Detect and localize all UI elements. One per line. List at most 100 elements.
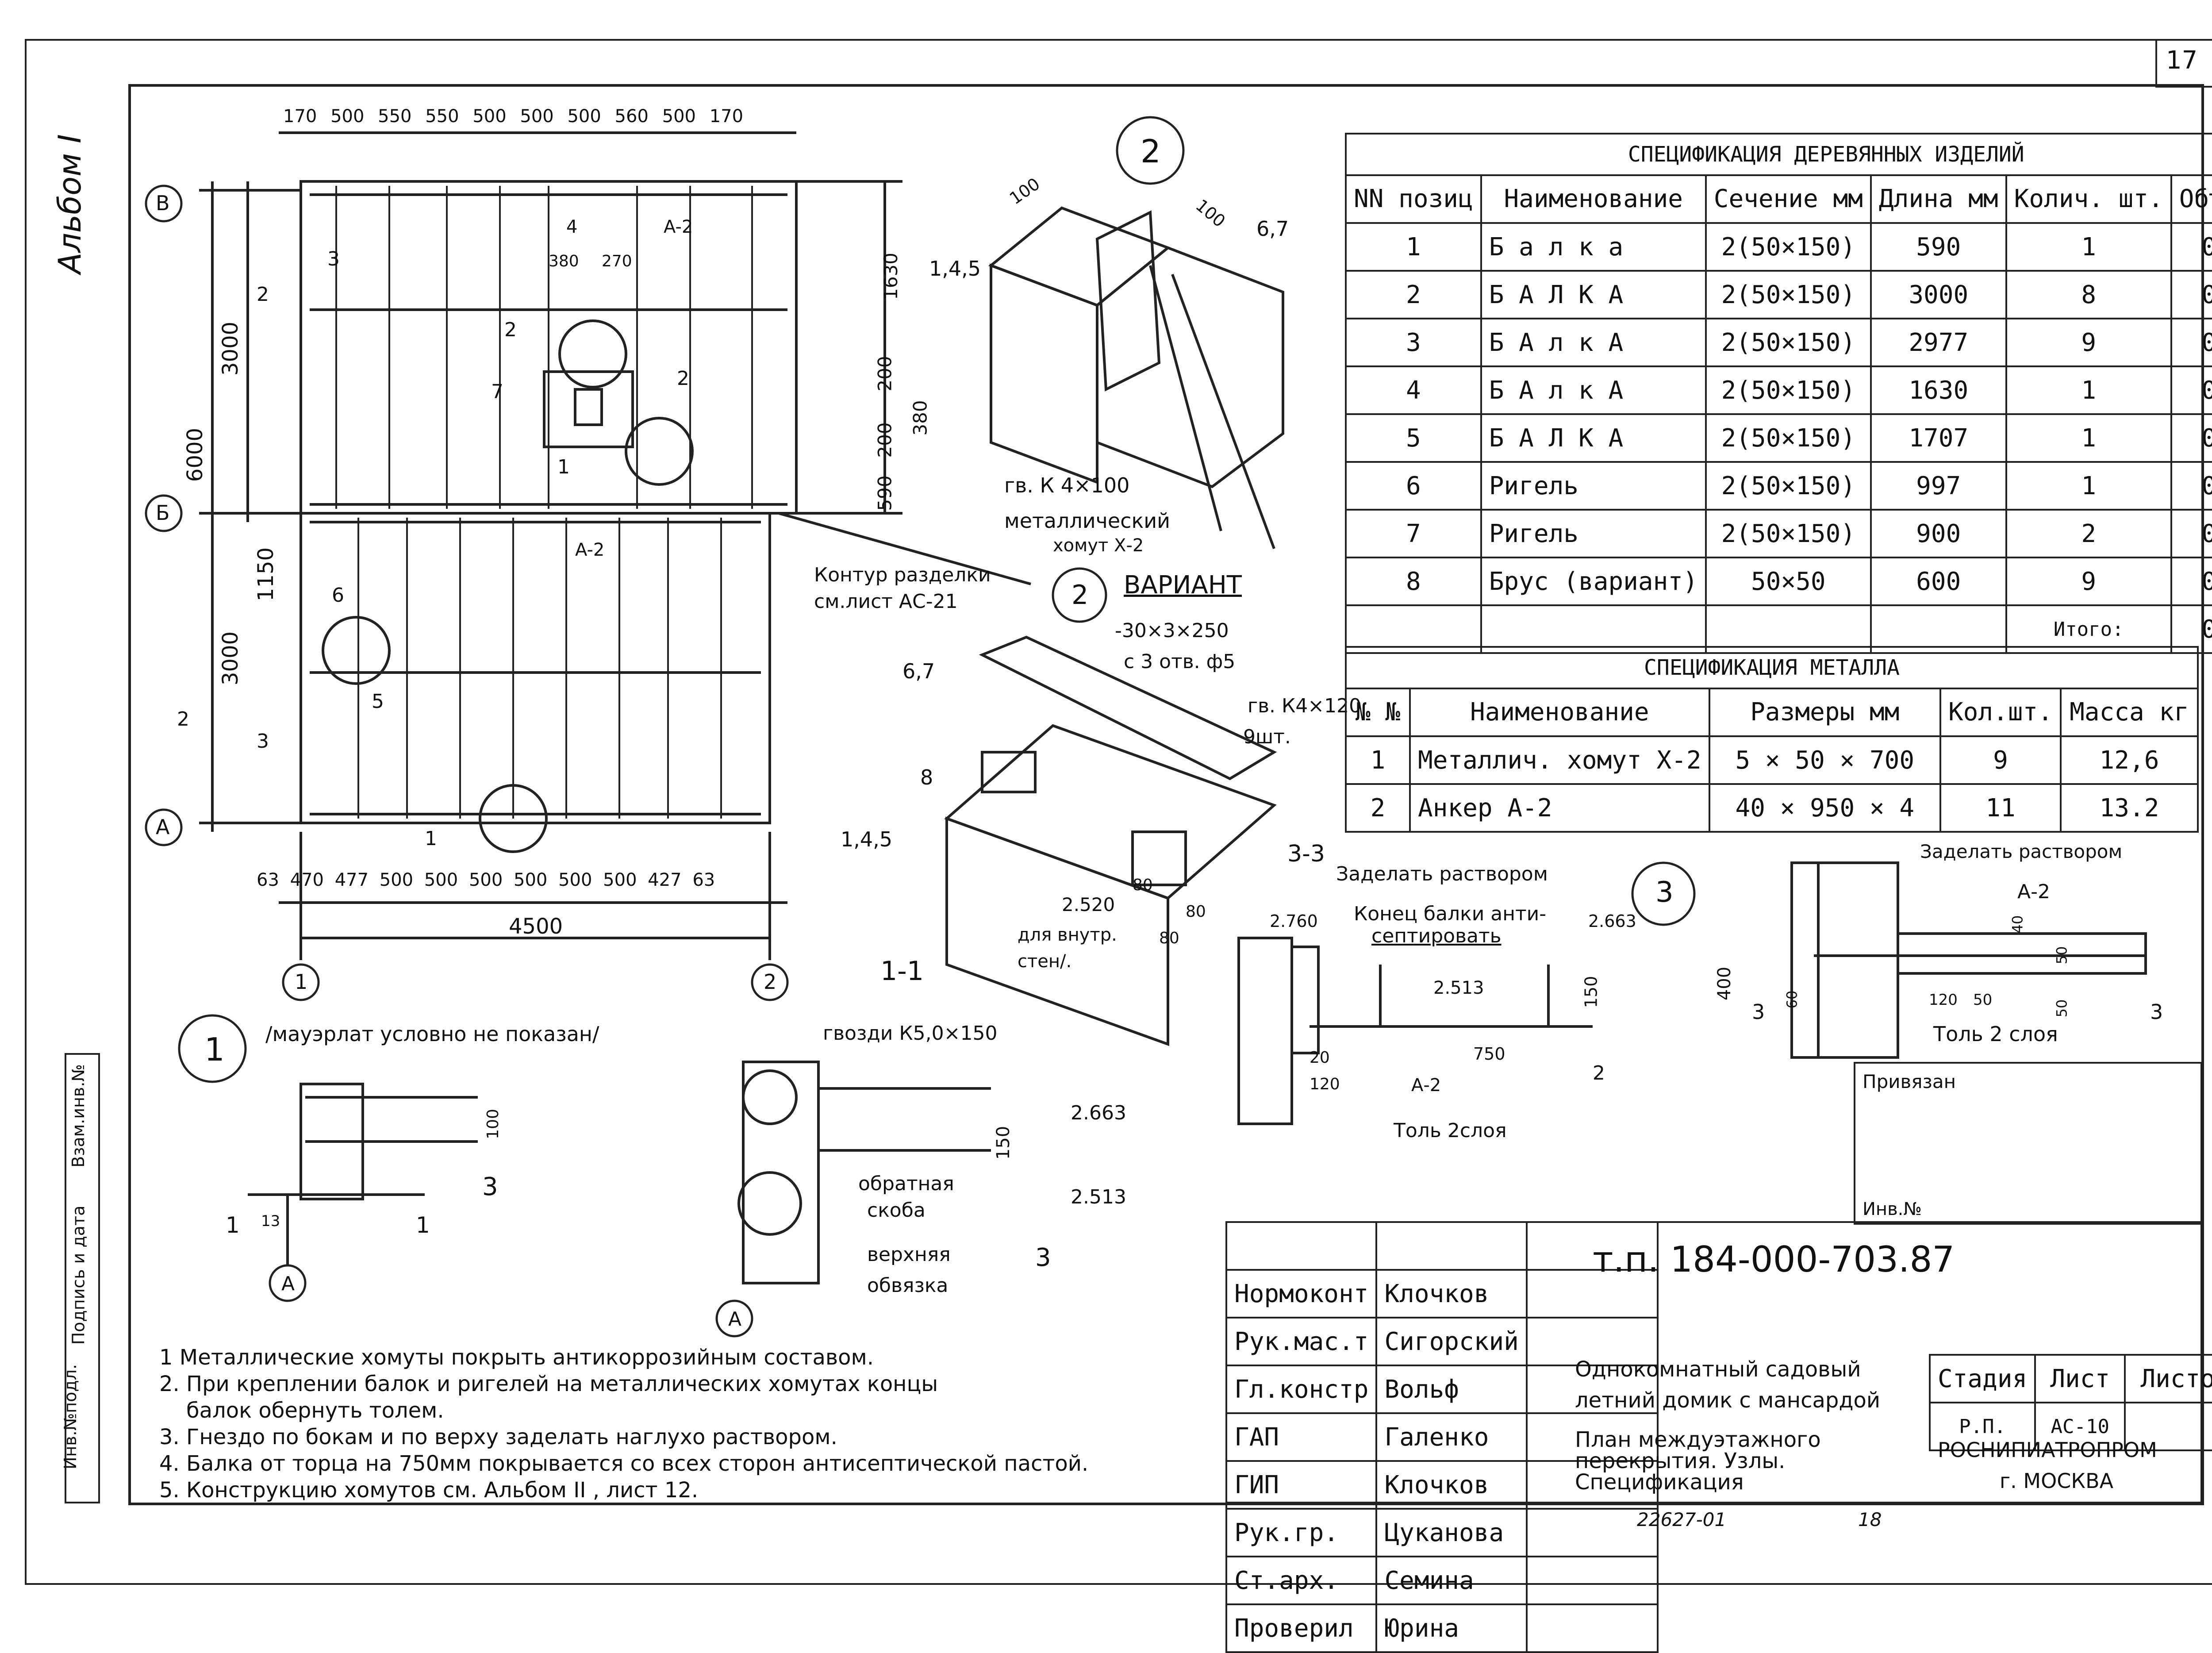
table-cell: Б А л к А [1480,318,1707,367]
dim: 500 [472,106,507,127]
dim: 427 [648,870,682,890]
signature-cell [1525,1460,1659,1510]
detail-2v-label: стен/. [1018,951,1072,972]
dim: 170 [709,106,744,127]
stage-value [2124,1402,2212,1451]
detail-3-label: 3 [2150,1000,2163,1024]
staff-name: Клочков [1375,1269,1528,1319]
col-header: Объем м3 [2170,174,2212,224]
staff-name: Галенко [1375,1412,1528,1462]
detail-3-number: 3 [1655,876,1674,909]
section-33-label: Заделать раствором [1336,863,1548,885]
detail-3-label: 120 [1929,991,1958,1009]
table-cell: 1 [2005,461,2172,511]
table-cell: 3 [1345,318,1482,367]
detail-2v-label: 80 [1186,903,1206,921]
staff-role: Ст.арх. [1225,1556,1378,1605]
detail-2-label: 1,4,5 [929,257,981,281]
dim: 500 [520,106,554,127]
section-33-label: 150 [1581,976,1601,1008]
staff-role: Гл.констр [1225,1365,1378,1414]
staff-role: ГАП [1225,1412,1378,1462]
detail-2v-label: с 3 отв. ф5 [1124,650,1236,673]
title-sheet-title: План междуэтажного перекрытия. Узлы. Спе… [1575,1427,1821,1495]
dim: 550 [425,106,459,127]
dim: 500 [330,106,365,127]
table-cell: 9 [2005,318,2172,367]
note-5: 5. Конструкцию хомутов см. Альбом II , л… [159,1478,699,1503]
section-11-label: верхняя [867,1243,951,1266]
detail-2-iso [988,206,1284,550]
plan-label: 2 [677,367,689,390]
col-header: Размеры мм [1708,688,1941,737]
plan-label: A-2 [664,217,693,237]
detail-3-label: Толь 2 слоя [1933,1022,2058,1046]
stage-header: Листов [2124,1354,2212,1403]
staff-role: Рук.гр. [1225,1508,1378,1557]
dim: 500 [469,870,503,890]
section-33-label: 2 [1593,1062,1605,1084]
detail-2v-label: 2.520 [1062,894,1115,915]
table-cell: 2 [2005,509,2172,558]
page-number: 18 [1858,1509,1882,1530]
section-33-label: 120 [1310,1075,1340,1093]
section-33-label: А-2 [1411,1075,1441,1096]
dim: 170 [283,106,317,127]
col-header: Наименование [1409,688,1710,737]
staff-name: Клочков [1375,1460,1528,1510]
dim: 500 [567,106,601,127]
section-11-label: А [728,1308,742,1330]
table-cell: 2(50×150) [1705,318,1872,367]
plan-right-dim-5: 590 [874,475,896,511]
stage-value: АС-10 [2034,1402,2126,1451]
col-header: № № [1344,688,1411,737]
total-label: Итого: [2005,604,2172,654]
table-cell: 0.012 [2170,557,2212,606]
table-cell: 900 [1870,509,2007,558]
col-header: Масса кг [2059,688,2199,737]
axis-label-b: Б [156,501,170,525]
plan-top-dims: 170 500 550 550 500 500 500 560 500 170 [283,106,743,127]
plan-label: 6 [332,584,344,607]
table-cell: Б А Л К А [1480,270,1707,319]
spec-wood-total: Итого: 0,863 [1345,604,2212,654]
signature-cell [1525,1365,1659,1414]
note-1: 1 Металлические хомуты покрыть антикорро… [159,1345,874,1370]
table-cell: 50×50 [1705,557,1872,606]
detail-2v-label: гв. К4×120 [1248,695,1362,717]
axis-bubbles [145,116,1696,1338]
plan-left-dim-2: 6000 [183,427,208,482]
section-33-label: Конец балки анти- [1354,903,1547,925]
detail-2-variant-iso [944,635,1277,1046]
table-cell: 0.402 [2170,318,2212,367]
plan-label: 270 [602,252,632,270]
plan-right-dim-1: 1630 [879,253,902,300]
section-11-label: 2.663 [1071,1102,1126,1124]
detail-1-title: /мауэрлат условно не показан/ [265,1022,599,1046]
section-33-label: 2.663 [1588,911,1636,931]
section-11-label: скоба [867,1199,926,1222]
table-cell: 997 [1870,461,2007,511]
title-city: г. МОСКВА [2000,1469,2114,1493]
detail-1-number: 1 [204,1031,225,1068]
dim: 500 [603,870,637,890]
spec-wood-title: СПЕЦИФИКАЦИЯ ДЕРЕВЯННЫХ ИЗДЕЛИЙ [1344,133,2212,176]
section-11-label: 150 [993,1126,1014,1160]
table-cell: 590 [1870,222,2007,272]
table-cell: 1 [2005,222,2172,272]
note-3: 3. Гнездо по бокам и по верху заделать н… [159,1425,837,1449]
inv-label: Инв.№ [1863,1199,1922,1219]
table-cell: Ригель [1480,509,1707,558]
section-33-label: Толь 2слоя [1394,1119,1507,1142]
dim: 470 [290,870,324,890]
table-cell: 1707 [1870,413,2007,463]
section-1-1-title: 1-1 [880,956,924,987]
title-stage-table: Стадия Лист Листов Р.П. АС-10 [1928,1354,2212,1451]
plan-right-dim-4: 200 [874,422,896,458]
table-cell: 0.009 [2170,222,2212,272]
